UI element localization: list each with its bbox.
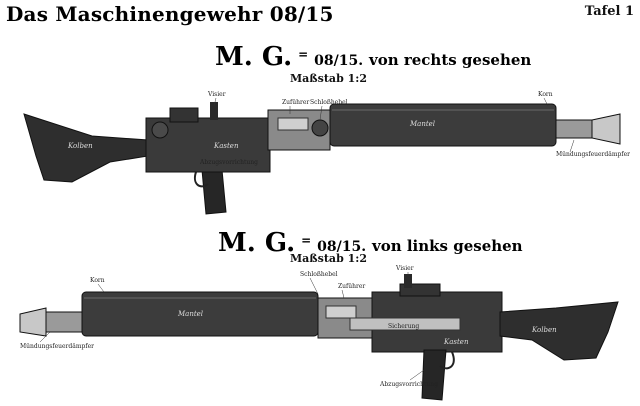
label-muzzle-attachment: Mündungsfeuerdämpfer xyxy=(20,343,94,350)
grip-shape xyxy=(201,169,227,215)
mg-abbrev: M. G. xyxy=(215,42,293,72)
model-number: 08/15. xyxy=(314,53,364,69)
label-safety: Sicherung xyxy=(388,323,419,330)
scale-label: Maßstab xyxy=(290,252,344,265)
label-trigger: Abzugsvorrichtung xyxy=(199,159,258,166)
label-jacket: Mantel xyxy=(177,310,203,318)
muzzle-cone xyxy=(19,307,47,337)
label-jacket: Mantel xyxy=(409,120,435,128)
label-housing: Kasten xyxy=(443,338,469,346)
rear-sight-post xyxy=(210,102,218,120)
scale-left: Maßstab 1:2 xyxy=(290,252,367,265)
label-feed: Zuführer xyxy=(282,99,309,106)
page-title: Das Maschinengewehr 08/15 xyxy=(6,2,334,26)
plate-number: Tafel 1 xyxy=(584,4,634,19)
label-stock: Kolben xyxy=(531,326,557,334)
feed-window xyxy=(277,117,309,131)
label-muzzle-attachment: Mündungsfeuerdämpfer xyxy=(556,151,630,158)
view-title-left: M. G. = 08/15. von links gesehen xyxy=(218,228,523,258)
equals-sign: = xyxy=(301,233,312,248)
trigger-guard xyxy=(439,351,455,370)
scale-right: Maßstab 1:2 xyxy=(290,72,367,85)
label-front: Korn xyxy=(538,91,553,98)
scale-label: Maßstab xyxy=(290,72,344,85)
feed-window xyxy=(325,305,357,319)
safety-bar xyxy=(349,317,461,331)
trigger-guard xyxy=(194,171,209,188)
leader-lines xyxy=(39,272,425,381)
stock-shape xyxy=(23,113,149,183)
stock-shape xyxy=(499,301,619,361)
label-housing: Kasten xyxy=(213,142,239,150)
label-front: Korn xyxy=(90,277,105,284)
view-caption: von links gesehen xyxy=(372,237,523,255)
gun-drawing-right: Kolben Kasten Mantel Abzugsvorrichtung V… xyxy=(23,91,630,215)
equals-sign: = xyxy=(298,47,309,62)
scale-value: 1:2 xyxy=(347,252,367,265)
feed-knob xyxy=(311,119,329,137)
muzzle-sleeve xyxy=(555,119,593,139)
model-number: 08/15. xyxy=(317,239,367,255)
label-rear-sight: Visier xyxy=(395,265,414,272)
muzzle-sleeve xyxy=(45,311,83,333)
label-lock: Schloßhebel xyxy=(300,271,338,278)
label-rear-sight: Visier xyxy=(207,91,226,98)
label-trigger: Abzugsvorrichtung xyxy=(379,381,438,388)
gun-drawing-left: Mantel Kolben Kasten Sicherung Abzugsvor… xyxy=(19,265,619,401)
mg-abbrev: M. G. xyxy=(218,228,296,258)
sight-block xyxy=(169,107,199,123)
label-stock: Kolben xyxy=(67,142,93,150)
view-title-right: M. G. = 08/15. von rechts gesehen xyxy=(215,42,531,72)
scale-value: 1:2 xyxy=(347,72,367,85)
grip-shape xyxy=(421,349,447,401)
view-caption: von rechts gesehen xyxy=(369,51,532,69)
label-lock: Schloßhebel xyxy=(310,99,348,106)
leader-lines xyxy=(213,97,575,153)
lock-knob xyxy=(151,121,169,139)
rear-sight-post xyxy=(404,274,412,288)
muzzle-cone xyxy=(591,113,621,145)
label-feed: Zuführer xyxy=(338,283,365,290)
